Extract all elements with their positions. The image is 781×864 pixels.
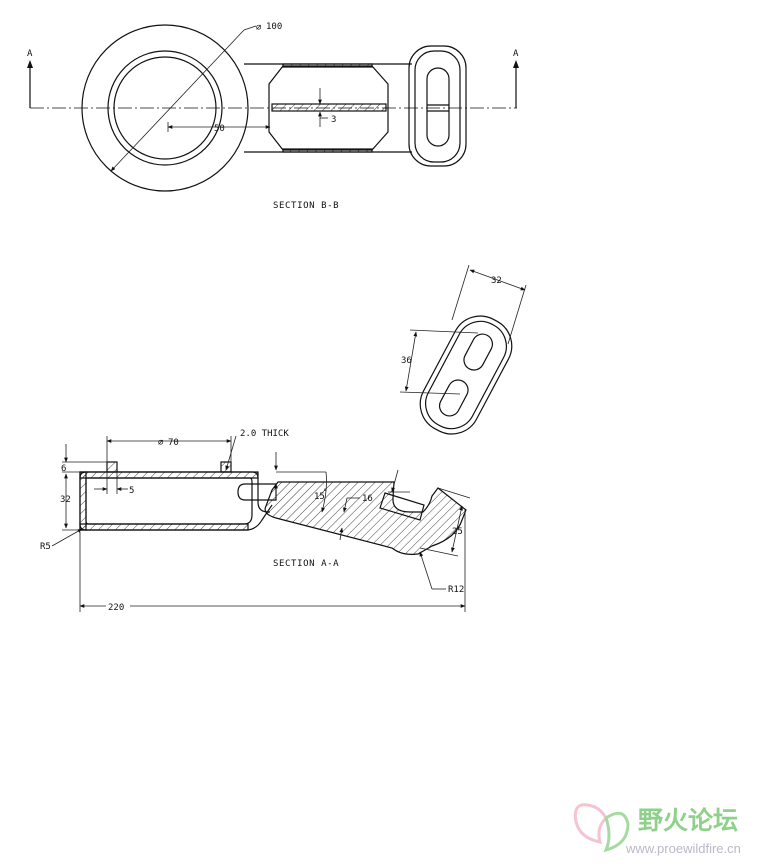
dim-6: 6: [61, 464, 66, 474]
shell-wall-bottom: [79, 523, 249, 531]
dim-25: 25: [452, 527, 463, 537]
watermark-url: www.proewildfire.cn: [625, 841, 741, 856]
dim-r5: R5: [40, 542, 51, 552]
outer-ring-inner: [107, 50, 223, 166]
view-arrow-left-label: A: [27, 49, 33, 59]
arm-socket: [237, 483, 277, 501]
detail-lug-inner: [425, 320, 507, 430]
detail-lug-slot-upper: [463, 333, 494, 371]
boss-right: [220, 461, 232, 473]
dim-32-detail-line: [469, 269, 526, 291]
angled-arm: [264, 481, 467, 555]
dim-r5-leader: [51, 528, 83, 547]
boss-left: [106, 461, 118, 473]
view-arrow-left: A: [27, 49, 33, 108]
dim-15deg: 15: [314, 492, 325, 502]
inner-bore: [113, 56, 217, 160]
shell-inner: [85, 477, 253, 525]
arm-hatched-web: [271, 103, 387, 112]
dim-16: 16: [362, 494, 373, 504]
detail-lug-slot-lower: [438, 379, 469, 417]
dim-dia70: 70: [168, 438, 179, 448]
watermark: 野火论坛 www.proewildfire.cn: [573, 803, 741, 856]
dim-5: 5: [129, 486, 134, 496]
dim-dia100-symbol: ∅: [256, 23, 262, 33]
dim-3: 3: [331, 115, 336, 125]
dim-32-detail: 32: [491, 276, 502, 286]
view-arrow-right-label: A: [513, 49, 519, 59]
end-lug-slot: [426, 67, 450, 147]
dim-32: 32: [60, 495, 71, 505]
dim-50: 50: [214, 124, 225, 134]
view-arrow-right: A: [513, 49, 519, 108]
watermark-logo-icon: [573, 803, 630, 853]
dim-36-detail: 36: [401, 356, 412, 366]
dim-dia70-symbol: ∅: [158, 438, 164, 448]
dim-15deg-arc: [321, 471, 327, 513]
end-lug-inner: [414, 50, 461, 163]
detail-lug-view: 32 36: [399, 264, 527, 435]
arm-top-web: [282, 63, 373, 68]
thick-leader: [225, 435, 237, 471]
end-lug-outer: [408, 45, 467, 167]
arm-end-pocket: [379, 492, 425, 521]
section-aa-view: ∅ 70 2.0 THICK 6 32 5 R5 15 ° 16: [40, 429, 471, 613]
dim-dia100-line: [110, 29, 245, 172]
shell-wall-left: [79, 471, 87, 531]
outer-ring-outer: [81, 24, 249, 192]
section-bb-view: A A ∅ 100 50: [27, 22, 519, 211]
dim-r12: R12: [448, 585, 464, 595]
dim-36-detail-line: [404, 331, 418, 392]
dim-dia100: 100: [266, 22, 282, 32]
arm-bottom-web: [282, 148, 373, 153]
dim-25-line: [451, 505, 463, 553]
dim-15deg-degree-symbol: °: [323, 488, 327, 496]
dim-220: 220: [108, 603, 124, 613]
section-bb-title: SECTION B-B: [273, 201, 339, 211]
section-aa-title: SECTION A-A: [273, 559, 339, 569]
watermark-text: 野火论坛: [638, 806, 738, 835]
thick-note: 2.0 THICK: [240, 429, 289, 439]
shell-bottom: [79, 478, 273, 531]
detail-lug-outer: [419, 315, 513, 435]
